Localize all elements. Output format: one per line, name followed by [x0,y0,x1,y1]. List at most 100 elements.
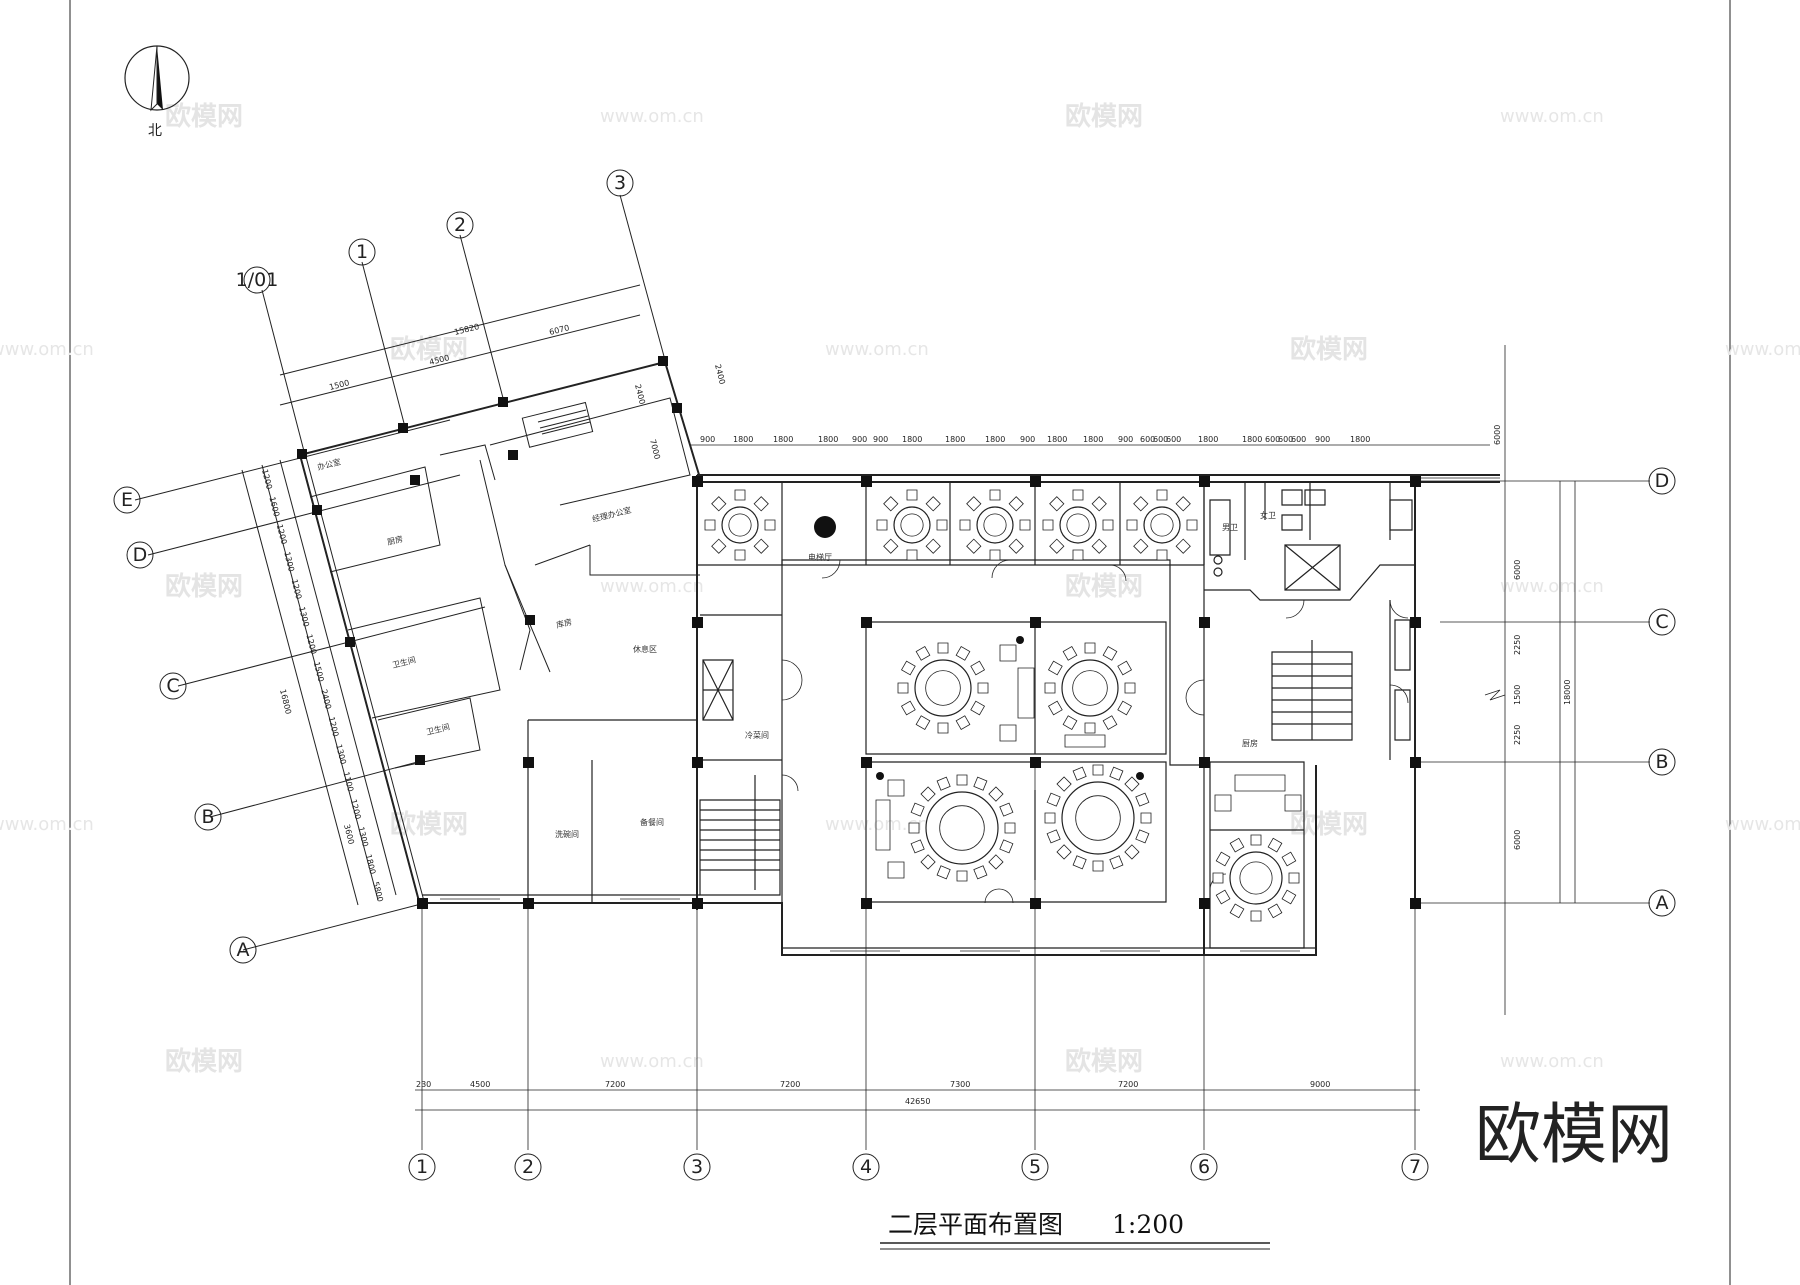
svg-text:A: A [1656,892,1669,914]
room-wash: 洗碗间 [555,829,579,839]
svg-text:3: 3 [614,172,626,194]
svg-text:欧模网: 欧模网 [165,571,243,602]
svg-text:D: D [133,544,148,566]
dim-left-13: 1300 [356,826,370,848]
svg-text:www.om.cn: www.om.cn [825,814,929,835]
svg-text:欧模网: 欧模网 [1290,809,1368,840]
dim-top-11: 1800 [1083,435,1103,444]
svg-text:欧模网: 欧模网 [1065,101,1143,132]
dim-top-3: 1800 [818,435,838,444]
svg-text:E: E [121,489,133,511]
svg-text:欧模网: 欧模网 [390,809,468,840]
dim-left-4: 1200 [290,578,304,600]
table-vip [1213,835,1299,921]
decor-plants [814,516,1144,780]
svg-text:D: D [1655,470,1670,492]
svg-text:1/01: 1/01 [236,269,279,291]
svg-text:欧模网: 欧模网 [1065,1046,1143,1077]
dim-top-21: 900 [1315,435,1330,444]
svg-text:4: 4 [860,1156,872,1178]
svg-text:www.om.cn: www.om.cn [0,814,94,835]
svg-text:www.om.cn: www.om.cn [1500,1051,1604,1072]
table-private-2 [960,490,1030,560]
svg-text:欧模网: 欧模网 [165,1046,243,1077]
room-toilet-men: 男卫 [1222,523,1238,532]
svg-text:欧模网: 欧模网 [1290,334,1368,365]
room-toilet-women: 女卫 [1260,510,1276,520]
table-private-0 [705,490,775,560]
dim-top-2: 1800 [773,435,793,444]
north-label: 北 [148,123,162,139]
svg-text:www.om.cn: www.om.cn [0,339,94,360]
room-manager-office: 经理办公室 [591,505,632,524]
dim-left-12: 1200 [349,798,363,820]
dim-bottom-3: 7200 [780,1080,800,1089]
table-hall-d [1045,765,1151,871]
svg-text:A: A [237,939,250,961]
svg-text:2: 2 [454,214,466,236]
room-toilet-2: 卫生间 [425,721,451,737]
dim-top-15: 600 [1166,435,1181,444]
title-scale: 1:200 [1112,1210,1184,1239]
dim-bottom-6: 9000 [1310,1080,1330,1089]
svg-text:www.om.cn: www.om.cn [600,1051,704,1072]
dim-left-1: 1600 [267,496,281,518]
dim-top-8: 1800 [985,435,1005,444]
axis-bubble-row-B: B [1649,749,1675,775]
svg-text:www.om.cn: www.om.cn [1725,339,1800,360]
svg-text:6000: 6000 [1493,425,1502,445]
axis-bubble-col-2: 2 [515,1154,541,1180]
dim-left-10: 1300 [334,743,348,765]
dim-top-0: 900 [700,435,715,444]
svg-text:www.om.cn: www.om.cn [600,576,704,597]
dim-left-9: 1200 [327,716,341,738]
svg-text:7000: 7000 [648,438,662,460]
dim-top-20: 600 [1291,435,1306,444]
brand-logo: 欧模网 [1475,1096,1673,1173]
svg-text:2400: 2400 [633,383,647,405]
axis-bubble-left-C: C [160,673,186,699]
dim-top-7: 1800 [945,435,965,444]
dim-top-5: 900 [873,435,888,444]
dim-top-14: 600 [1153,435,1168,444]
dim-top-22: 1800 [1350,435,1370,444]
title-text: 二层平面布置图 [888,1210,1063,1239]
room-kitchen-3: 厨房 [1242,738,1258,748]
svg-text:www.om.cn: www.om.cn [1725,814,1800,835]
dim-left-7: 1500 [312,661,326,683]
sofas [876,645,1301,878]
svg-text:16800: 16800 [278,688,293,715]
main-building [415,345,1650,1150]
axis-bubble-col-1: 1 [409,1154,435,1180]
table-hall-a [898,643,988,733]
svg-text:1500: 1500 [1513,685,1522,705]
room-lounge: 休息区 [633,644,657,654]
room-elevator-hall: 电梯厅 [808,552,832,562]
svg-text:1: 1 [416,1156,428,1178]
table-hall-c [909,775,1015,881]
drawing-frame [70,0,1730,1285]
svg-text:www.om.cn: www.om.cn [600,106,704,127]
table-private-1 [877,490,947,560]
dim-top-6: 1800 [902,435,922,444]
dim-top-19: 600 [1278,435,1293,444]
room-storage: 库房 [555,616,573,630]
axis-bubble-col-6: 6 [1191,1154,1217,1180]
svg-text:1: 1 [356,241,368,263]
axis-bubble-left-D: D [127,542,153,568]
dim-left-6: 1200 [304,633,318,655]
svg-text:C: C [1655,611,1668,633]
svg-text:2: 2 [522,1156,534,1178]
svg-text:B: B [201,806,214,828]
axis-bubble-skew-3: 3 [607,170,633,196]
dim-bottom-1: 4500 [470,1080,490,1089]
table-private-3 [1043,490,1113,560]
room-cold-dish: 冷菜间 [745,730,769,740]
svg-text:www.om.cn: www.om.cn [1500,106,1604,127]
table-hall-b [1045,643,1135,733]
dim-top-16: 1800 [1198,435,1218,444]
axis-bubble-skew-1: 1 [349,239,375,265]
room-toilet-1: 卫生间 [391,654,417,670]
